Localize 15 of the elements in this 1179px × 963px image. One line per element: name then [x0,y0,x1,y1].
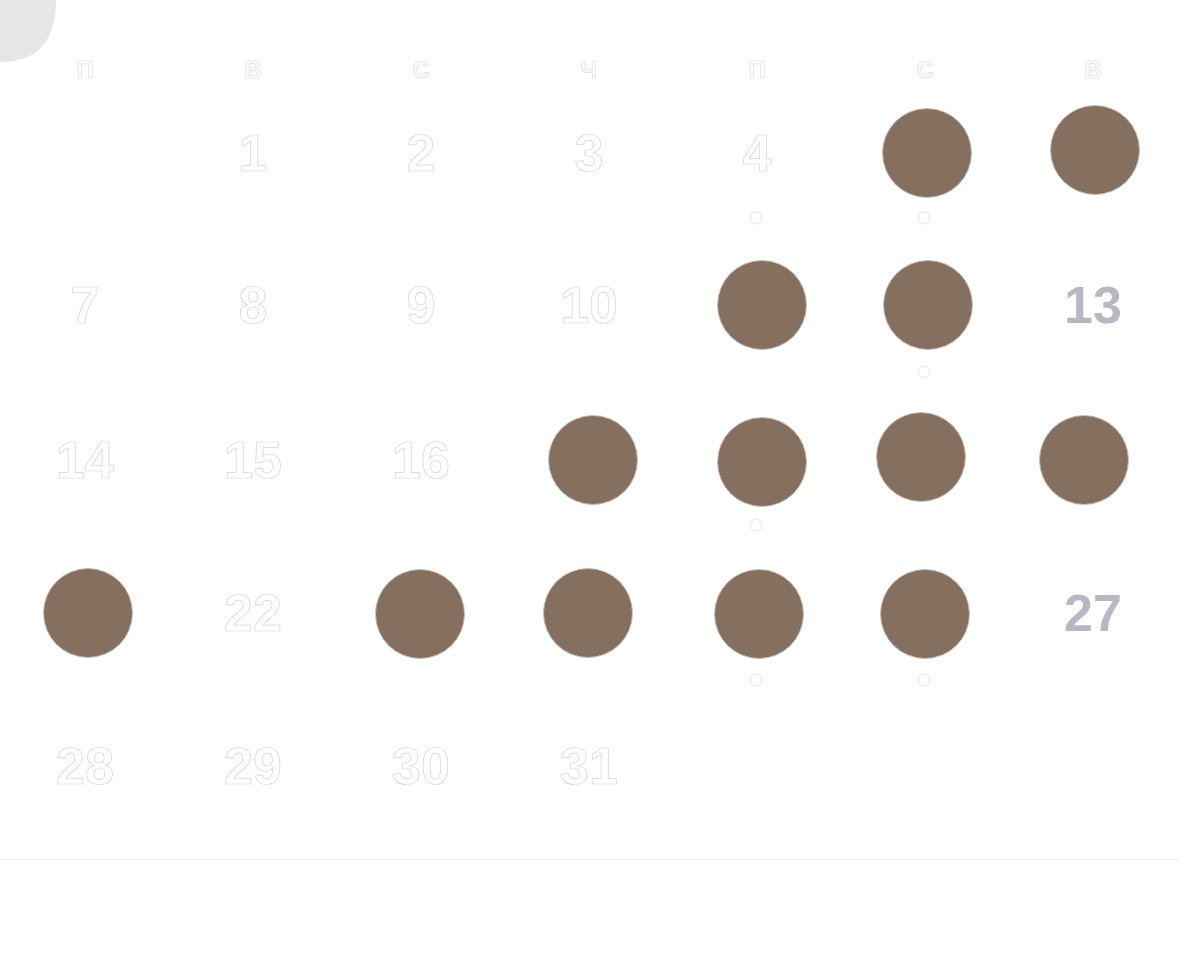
marked-day-circle [882,108,972,198]
marked-day-circle [883,260,973,350]
marked-day-circle [876,412,966,502]
marked-day-circle [548,415,638,505]
marked-day-circle [43,568,133,658]
marked-day-circle [717,417,807,507]
marked-day-circle [714,569,804,659]
day-number: 27 [1064,587,1122,639]
marked-day-circle [880,569,970,659]
marked-day-circle [1039,415,1129,505]
marked-day-circle [543,568,633,658]
day-number: 13 [1064,279,1122,331]
marked-day-circle [1050,105,1140,195]
marked-day-circle [375,569,465,659]
marked-day-circle [717,260,807,350]
